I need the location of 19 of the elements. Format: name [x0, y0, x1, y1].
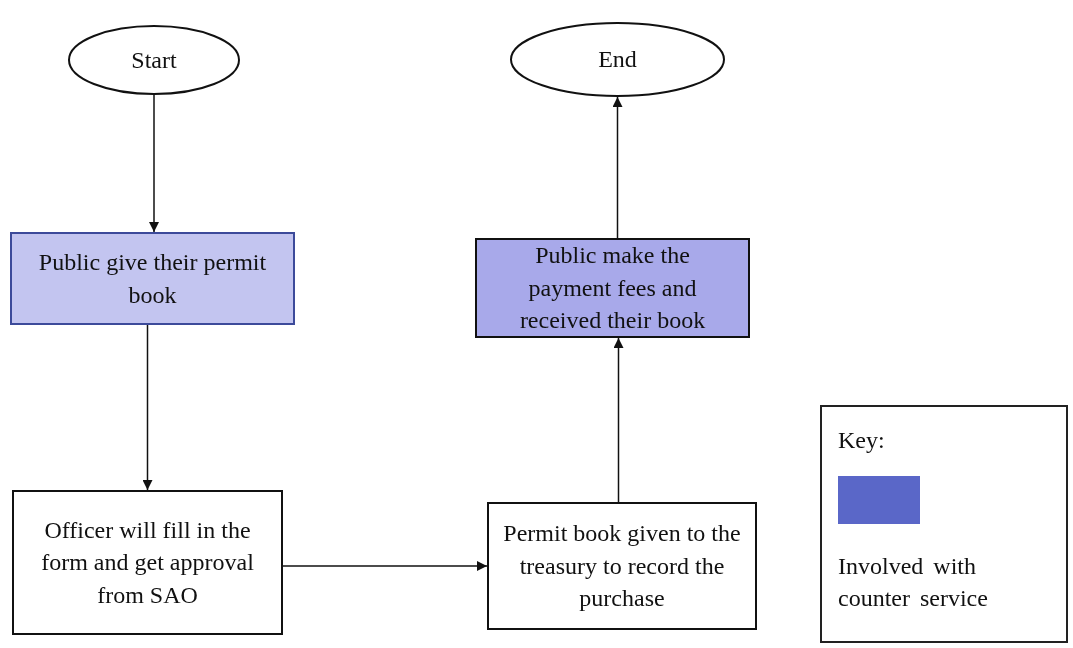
node-text: Public make the payment fees and received their book [518, 241, 707, 336]
arrow [613, 337, 624, 503]
arrow [612, 96, 623, 239]
node-text: Permit book given to the treasury to record the purchase [503, 519, 741, 614]
process-box [487, 502, 757, 630]
arrow [282, 561, 488, 571]
legend-title: Key: [838, 427, 885, 454]
process-box [475, 238, 750, 338]
terminal-ellipse [510, 22, 725, 97]
legend-text: Involved with counter service [838, 552, 989, 614]
process-box [12, 490, 283, 635]
process-box [10, 232, 295, 325]
arrow [149, 94, 159, 233]
node-text: Public give their permit book [37, 248, 268, 310]
node-text: Start [131, 45, 177, 75]
terminal-ellipse [68, 25, 240, 95]
arrow [142, 324, 153, 491]
node-text: Officer will fill in the form and get approval from SAO [40, 515, 255, 610]
node-text: End [598, 45, 637, 75]
